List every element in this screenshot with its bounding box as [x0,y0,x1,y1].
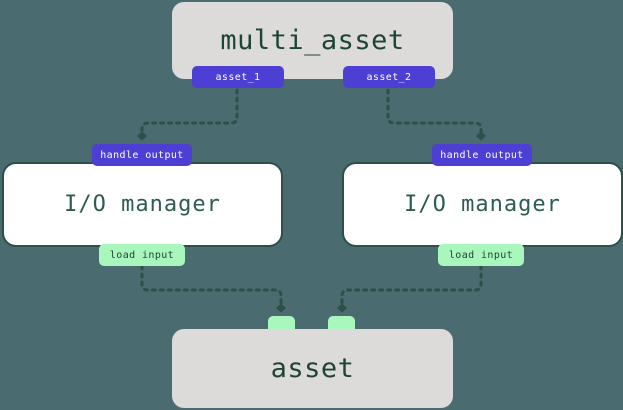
port-asset-1-label: asset_1 [215,71,261,83]
port-load-input-left-label: load input [109,249,175,261]
port-handle-output-left-label: handle output [100,149,184,161]
node-asset[interactable]: asset [172,329,453,408]
edge-load-input-left-to-asset [140,264,286,313]
edge-asset1-to-handle-output-left [137,88,239,141]
port-load-input-right-label: load input [448,249,514,261]
node-asset-label: asset [270,353,355,384]
edge-load-input-right-to-asset [337,264,483,313]
port-asset-2-label: asset_2 [366,71,412,83]
node-io-manager-left-label: I/O manager [64,192,221,217]
node-io-manager-right[interactable]: I/O manager [342,162,623,247]
port-handle-output-left[interactable]: handle output [92,144,192,166]
port-load-input-right[interactable]: load input [438,244,524,266]
node-io-manager-left[interactable]: I/O manager [2,162,283,247]
node-io-manager-right-label: I/O manager [404,192,561,217]
port-asset-2[interactable]: asset_2 [343,66,435,88]
edge-asset2-to-handle-output-right [386,88,486,141]
port-asset-1[interactable]: asset_1 [192,66,284,88]
port-handle-output-right[interactable]: handle output [432,144,532,166]
port-load-input-left[interactable]: load input [99,244,185,266]
node-multi-asset-label: multi_asset [220,25,405,56]
port-handle-output-right-label: handle output [440,149,524,161]
